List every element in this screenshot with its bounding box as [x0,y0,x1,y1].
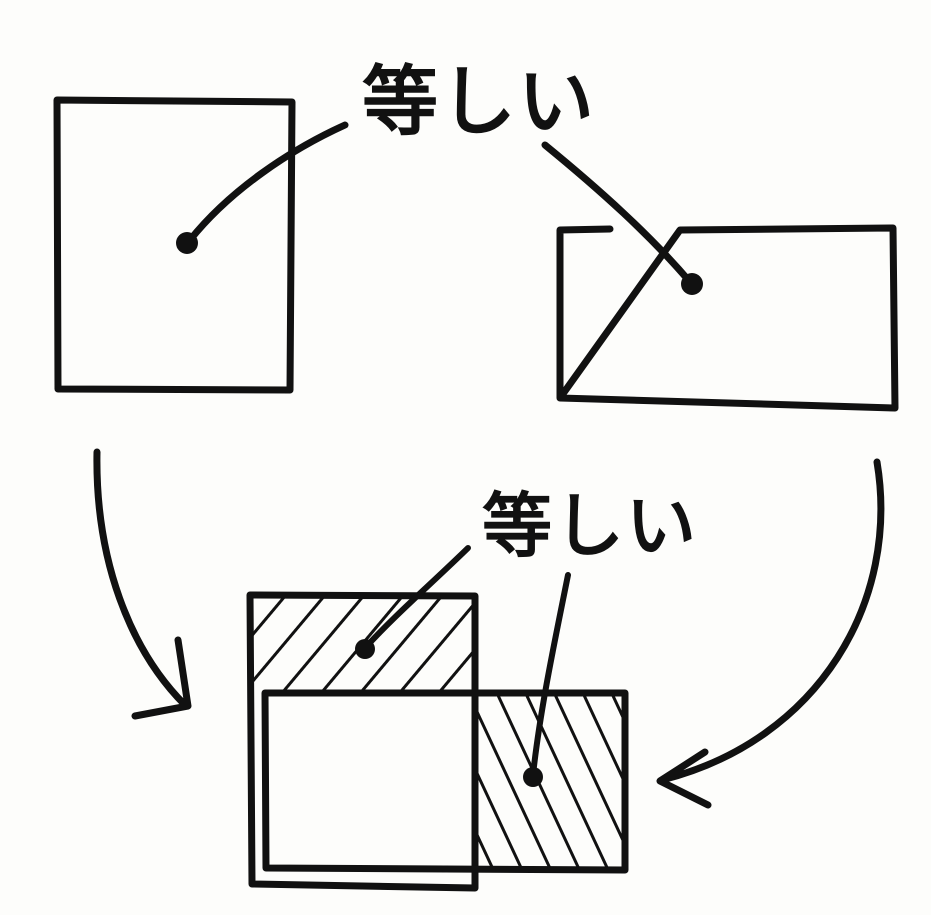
pointer-line-top-region [362,545,471,651]
dot-top-region [355,639,375,659]
pointer-line-right-region [530,572,571,778]
hatched-right-region [476,693,624,870]
pointer-line-tall [186,121,349,244]
dot-tall-center [176,232,198,254]
white-overlap-square [266,697,474,870]
arrow-right [656,458,885,809]
pointer-line-wide [541,141,694,286]
moved-wide-outline [261,689,629,874]
dot-wide-center [681,273,703,295]
equal-label-bottom: 等しい [482,485,698,567]
dot-right-region [523,767,543,787]
arrow-left [93,448,192,720]
overlap-composite [246,545,629,892]
original-tall-outline [246,591,479,892]
tall-rectangle [53,96,296,394]
equal-label-top: 等しい [362,57,596,146]
wide-rectangle [556,224,899,412]
